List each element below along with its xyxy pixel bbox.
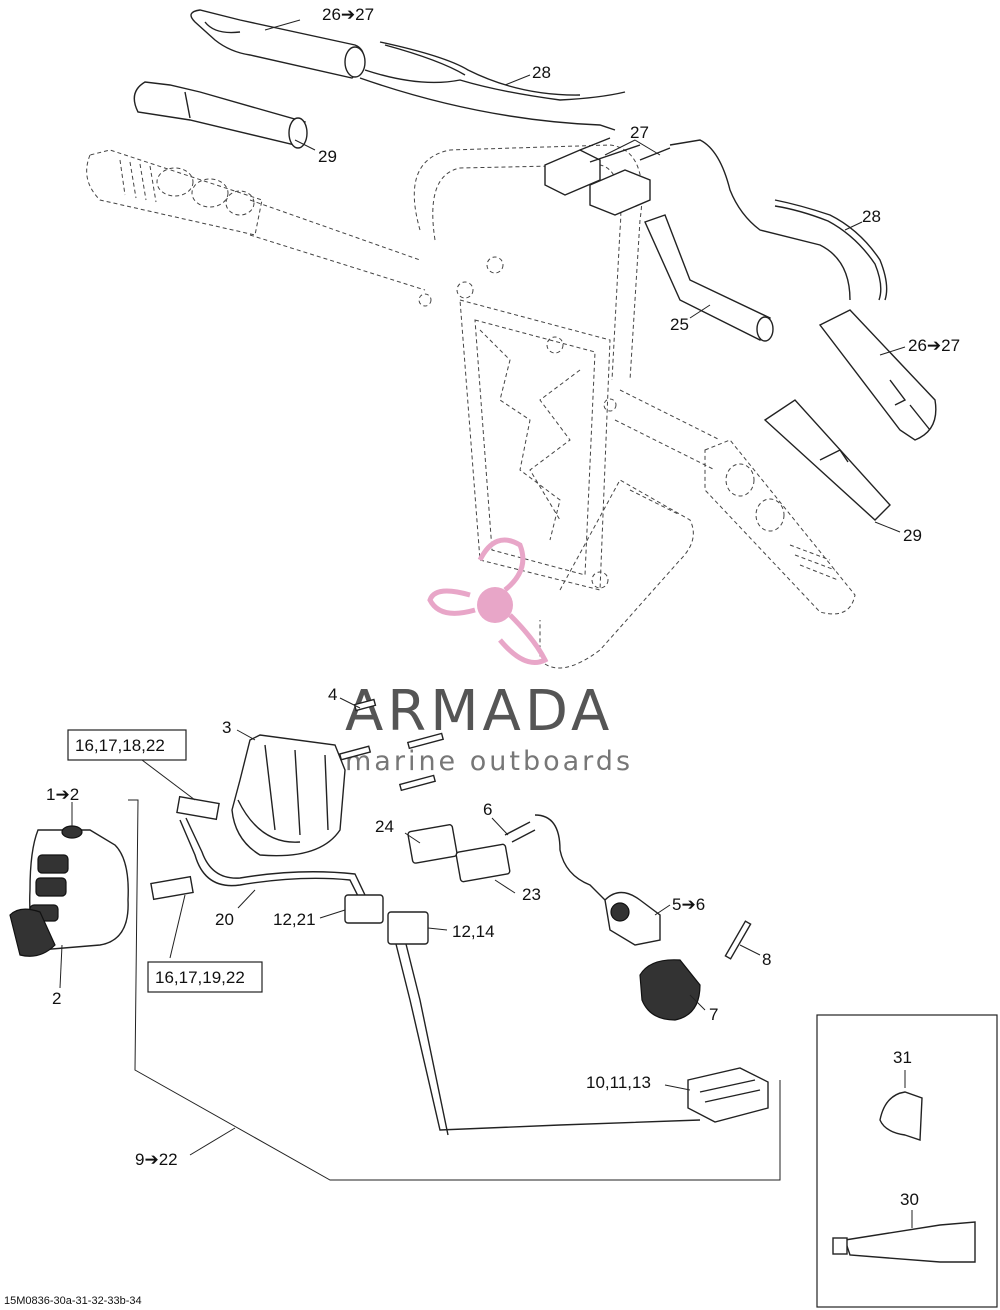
boxed-label-16-17-18-22-frame [67,729,187,761]
callout-26-27-top: 26➔27 [322,5,374,24]
right-grip-ghost [704,439,856,615]
callout-26-27-right: 26➔27 [908,336,960,355]
part-7-lanyard-cap [639,959,701,1021]
callout-8: 8 [762,950,771,969]
part-23-connector [455,843,511,883]
part-3-cover [231,734,346,857]
part-29-sleeve-top [133,81,308,149]
handlebar-frame-ghost [249,144,721,669]
part-20-harness [150,795,701,1136]
callout-29-right: 29 [903,526,922,545]
callout-12-14: 12,14 [452,922,495,941]
callout-28-top: 28 [532,63,551,82]
left-grip-ghost [86,149,263,236]
callout-6: 6 [483,800,492,819]
callout-3: 3 [222,718,231,737]
part-26-27-top [190,9,366,79]
part-24-connector [407,824,458,864]
part-30-tube [832,1221,976,1263]
callout-25: 25 [670,315,689,334]
callout-2: 2 [52,989,61,1008]
callout-28-right: 28 [862,207,881,226]
part-10-11-13-fuse-box [687,1067,769,1123]
part-12-14-connector [387,911,429,945]
callout-31: 31 [893,1048,912,1067]
reference-code: 15M0836-30a-31-32-33b-34 [4,1295,142,1307]
callout-5-6: 5➔6 [672,895,705,914]
callout-1-2: 1➔2 [46,785,79,804]
part-8-pin [724,920,752,960]
part-28-cable-top [359,41,626,131]
callout-27: 27 [630,123,649,142]
part-26-27-right [818,309,937,441]
callout-7: 7 [709,1005,718,1024]
callout-29-top: 29 [318,147,337,166]
callout-4: 4 [328,685,337,704]
part-6-terminals-and-cable [504,814,606,901]
part-27-connectors [544,137,851,301]
callout-23: 23 [522,885,541,904]
callout-12-21: 12,21 [273,910,316,929]
callout-30: 30 [900,1190,919,1209]
boxed-label-16-17-19-22: 16,17,19,22 [155,968,245,987]
boxed-label-16-17-19-22-frame [147,961,263,993]
boxed-label-16-17-18-22: 16,17,18,22 [75,736,165,755]
callout-10-11-13: 10,11,13 [586,1073,651,1092]
callout-24: 24 [375,817,394,836]
watermark-title: ARMADA [345,679,613,744]
watermark-logo [427,537,549,665]
part-29-right [763,399,891,521]
part-31-clip [879,1091,923,1141]
callout-20: 20 [215,910,234,929]
part-25-tube [644,214,774,342]
leader-lines [59,19,913,1228]
callout-9-22: 9➔22 [135,1150,178,1169]
part-5-6-switch [604,891,661,946]
watermark-subtitle: marine outboards [345,746,633,777]
part-28-cable-right [774,199,888,301]
part-12-21-connector [344,894,384,924]
part-1-2-switch-housing [9,825,129,957]
